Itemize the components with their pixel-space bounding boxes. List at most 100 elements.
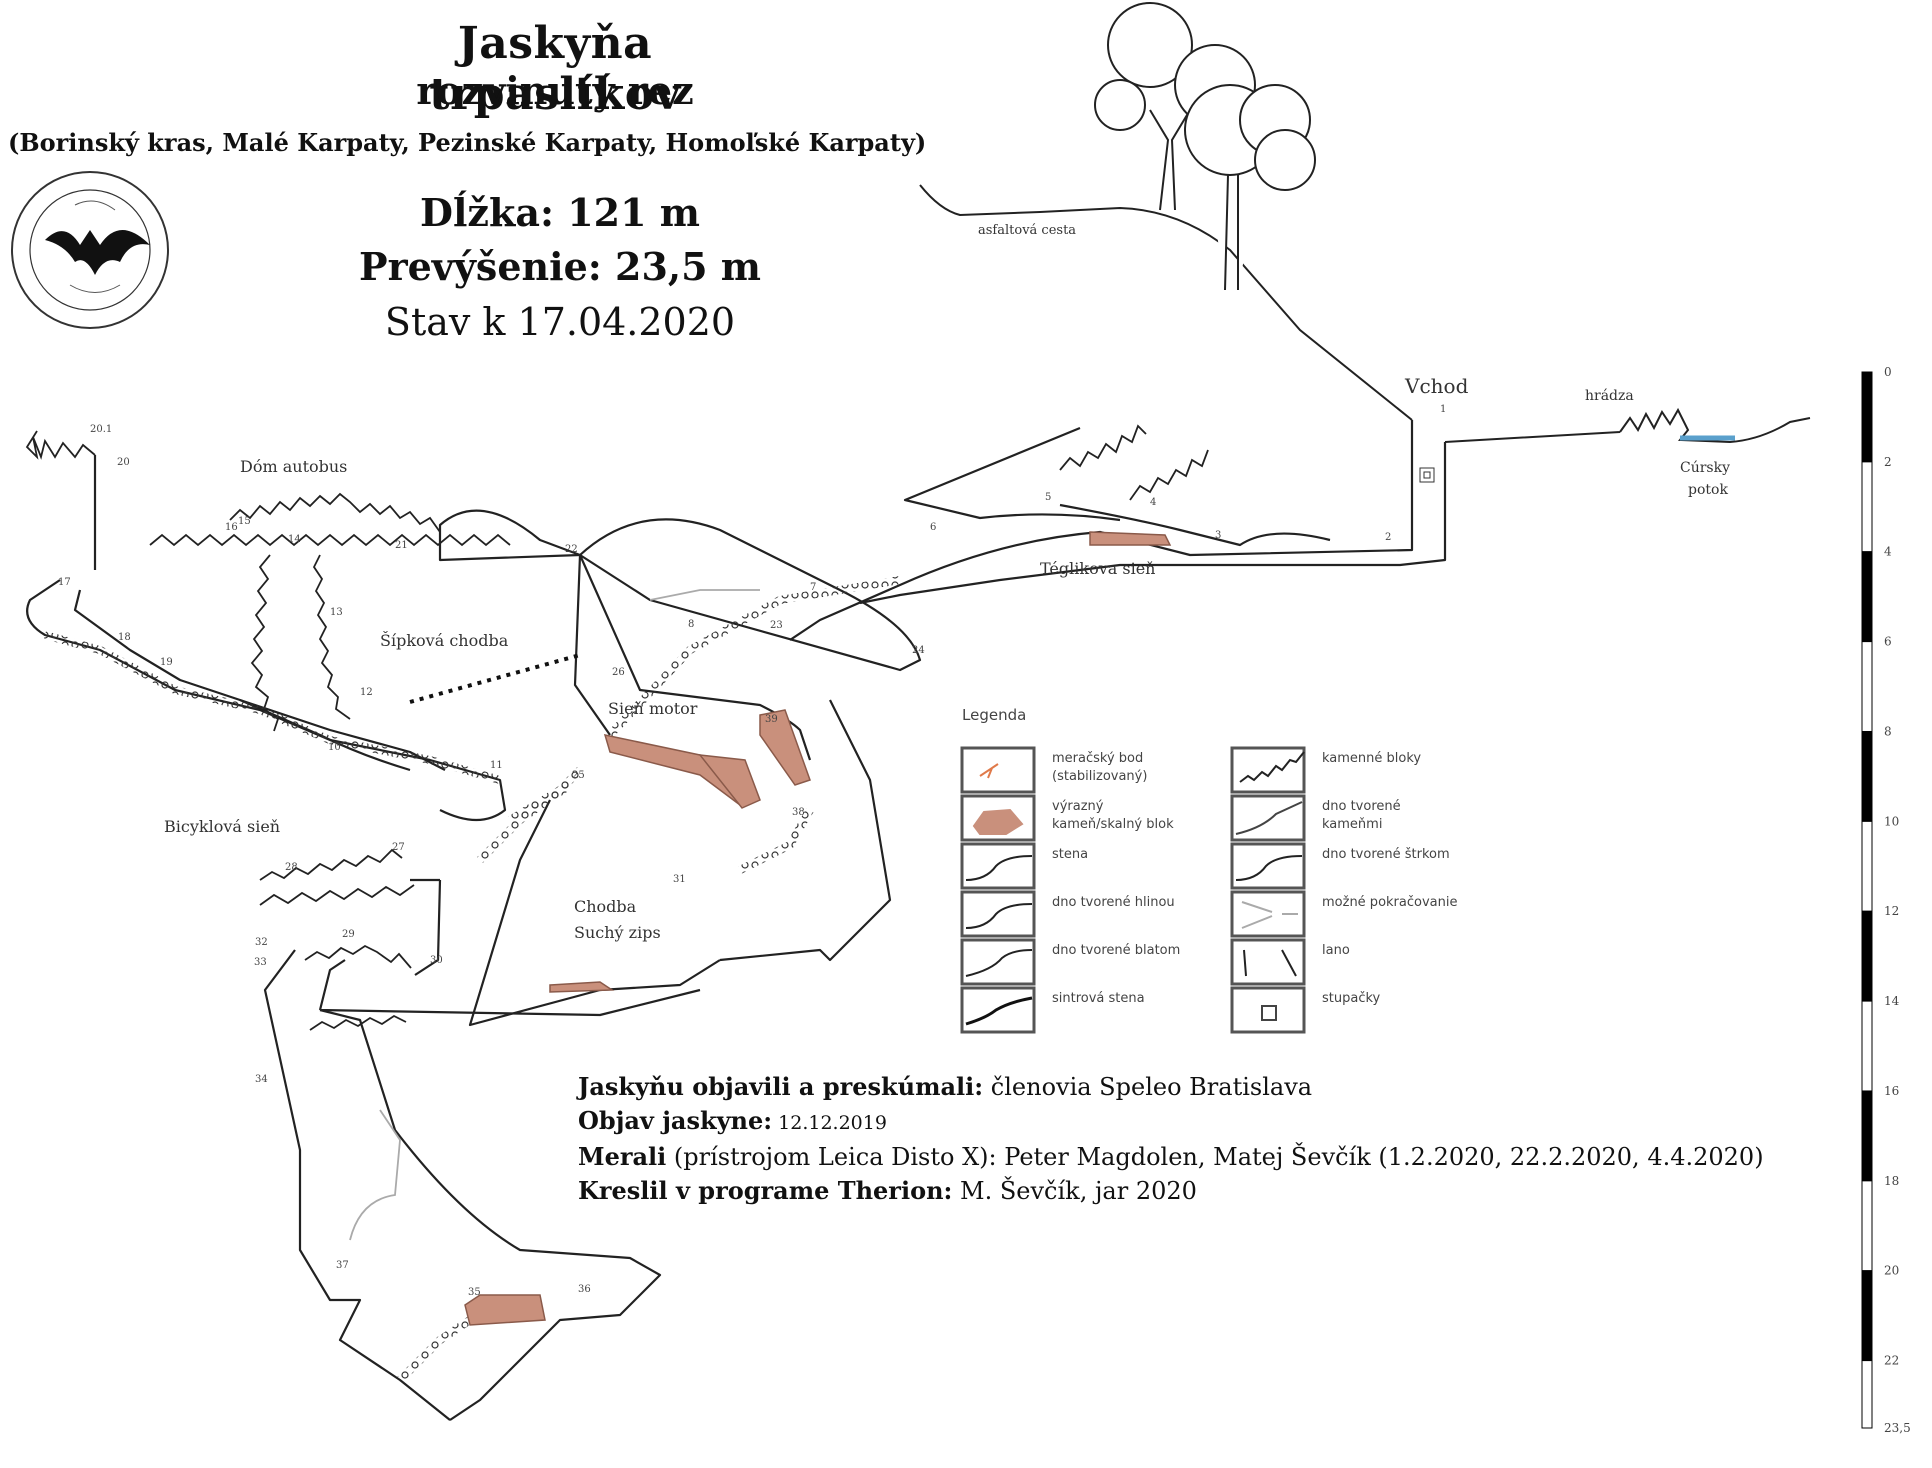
station-label: 15 <box>238 516 251 527</box>
place-suchy-zips: Suchý zips <box>574 923 661 942</box>
legend-swatch <box>960 746 1036 794</box>
station-label: 11 <box>490 760 503 771</box>
scale-tick-label: 16 <box>1884 1084 1899 1098</box>
station-label: 4 <box>1150 497 1156 508</box>
legend-item: možné pokračovanie <box>1230 890 1457 938</box>
legend: Legenda meračský bod(stabilizovaný)výraz… <box>960 706 1457 1034</box>
speleo-logo <box>11 171 169 329</box>
scale-segment <box>1861 1270 1873 1362</box>
rock-blocks <box>25 424 1209 1031</box>
legend-label: možné pokračovanie <box>1322 895 1457 910</box>
station-label: 28 <box>285 862 298 873</box>
scale-segment <box>1861 1000 1873 1092</box>
legend-symbol-icon <box>965 996 1033 1026</box>
scale-tick-label: 23,5 <box>1884 1421 1911 1435</box>
legend-label: sintrová stena <box>1052 991 1145 1006</box>
legend-item: sintrová stena <box>960 986 1145 1034</box>
place-chodba: Chodba <box>574 897 637 916</box>
scale-tick-label: 12 <box>1884 904 1899 918</box>
station-label: 8 <box>688 619 694 630</box>
legend-label: stupačky <box>1322 991 1381 1006</box>
scale-tick-label: 20 <box>1884 1264 1899 1278</box>
station-label: 39 <box>765 714 778 725</box>
region-text: (Borinský kras, Malé Karpaty, Pezinské K… <box>8 128 927 157</box>
cave-elevation: Prevýšenie: 23,5 m <box>359 244 761 289</box>
station-label: 32 <box>255 937 268 948</box>
scale-tick-label: 18 <box>1884 1174 1899 1188</box>
place-bicyklova-sien: Bicyklová sieň <box>164 817 280 836</box>
legend-symbol-icon <box>972 808 1024 835</box>
survey-state-date: Stav k 17.04.2020 <box>384 300 736 344</box>
station-label: 6 <box>930 522 936 533</box>
station-label: 38 <box>792 807 805 818</box>
place-potok: potok <box>1688 482 1728 498</box>
legend-label: kamenné bloky <box>1322 751 1421 766</box>
legend-label: kameňmi <box>1322 817 1382 832</box>
scale-tick-label: 0 <box>1884 365 1892 379</box>
legend-item: lano <box>1230 938 1350 986</box>
legend-label: lano <box>1322 943 1350 958</box>
legend-item: dno tvorené hlinou <box>960 890 1175 938</box>
station-label: 16 <box>225 522 238 533</box>
legend-symbol-icon <box>965 903 1033 929</box>
scale-segment <box>1861 641 1873 732</box>
scale-segment <box>1861 1180 1873 1272</box>
legend-symbol-icon <box>965 855 1033 881</box>
legend-symbol-icon <box>1241 901 1298 929</box>
station-label: 20 <box>117 457 130 468</box>
station-label: 25 <box>572 770 585 781</box>
station-label: 19 <box>160 657 173 668</box>
legend-item: stupačky <box>1230 986 1381 1034</box>
legend-label: dno tvorené štrkom <box>1322 847 1450 862</box>
cave-walls <box>26 420 1447 1421</box>
credits-surveyed: Merali (prístrojom Leica Disto X): Peter… <box>578 1142 1764 1171</box>
ladder-icon <box>1419 467 1435 483</box>
scale-segment <box>1861 820 1873 912</box>
survey-stations: 1 2 3 4 5 6 7 8 10 11 12 13 14 15 16 17 … <box>58 404 1446 1298</box>
legend-label: kameň/skalný blok <box>1052 817 1174 832</box>
credits: Jaskyňu objavili a preskúmali: členovia … <box>578 1070 1764 1208</box>
station-label: 35 <box>468 1287 481 1298</box>
credits-drawn: Kreslil v programe Therion: M. Ševčík, j… <box>578 1176 1197 1205</box>
legend-swatch <box>1230 842 1306 890</box>
legend-label: dno tvorené blatom <box>1052 943 1180 958</box>
legend-swatch <box>960 842 1036 890</box>
legend-symbol-icon <box>1261 1005 1277 1021</box>
station-label: 18 <box>118 632 131 643</box>
station-label: 26 <box>612 667 625 678</box>
station-label: 3 <box>1215 530 1221 541</box>
place-dom-autobus: Dóm autobus <box>240 457 347 476</box>
scale-tick-label: 4 <box>1884 545 1892 559</box>
station-label: 13 <box>330 607 343 618</box>
legend-label: meračský bod <box>1052 751 1143 766</box>
place-sien-motor: Sieň motor <box>608 699 698 718</box>
legend-item: dno tvorené štrkom <box>1230 842 1450 890</box>
station-label: 22 <box>565 544 578 555</box>
station-label: 21 <box>395 540 408 551</box>
legend-symbol-icon <box>965 949 1033 977</box>
legend-label: dno tvorené <box>1322 799 1401 814</box>
station-label: 31 <box>673 874 686 885</box>
legend-item: meračský bod(stabilizovaný) <box>960 746 1147 794</box>
legend-item: dno tvorené kameňmi <box>1230 794 1401 842</box>
legend-symbol-icon <box>979 763 999 779</box>
station-label: 2 <box>1385 532 1391 543</box>
legend-swatch <box>1230 938 1306 986</box>
place-cursky: Cúrsky <box>1680 460 1730 476</box>
legend-label: stena <box>1052 847 1088 862</box>
scale-segment <box>1861 371 1873 463</box>
station-label: 23 <box>770 620 783 631</box>
legend-swatch <box>960 890 1036 938</box>
credits-discovered: Jaskyňu objavili a preskúmali: členovia … <box>578 1072 1313 1101</box>
place-hradza: hrádza <box>1585 388 1634 404</box>
rock-block-shapes <box>464 531 1172 1326</box>
legend-swatch <box>1230 794 1306 842</box>
station-label: 37 <box>336 1260 349 1271</box>
legend-swatch <box>1230 986 1306 1034</box>
legend-title: Legenda <box>962 706 1026 724</box>
station-label: 17 <box>58 577 71 588</box>
legend-symbol-icon <box>1239 751 1305 783</box>
legend-item: dno tvorené blatom <box>960 938 1180 986</box>
